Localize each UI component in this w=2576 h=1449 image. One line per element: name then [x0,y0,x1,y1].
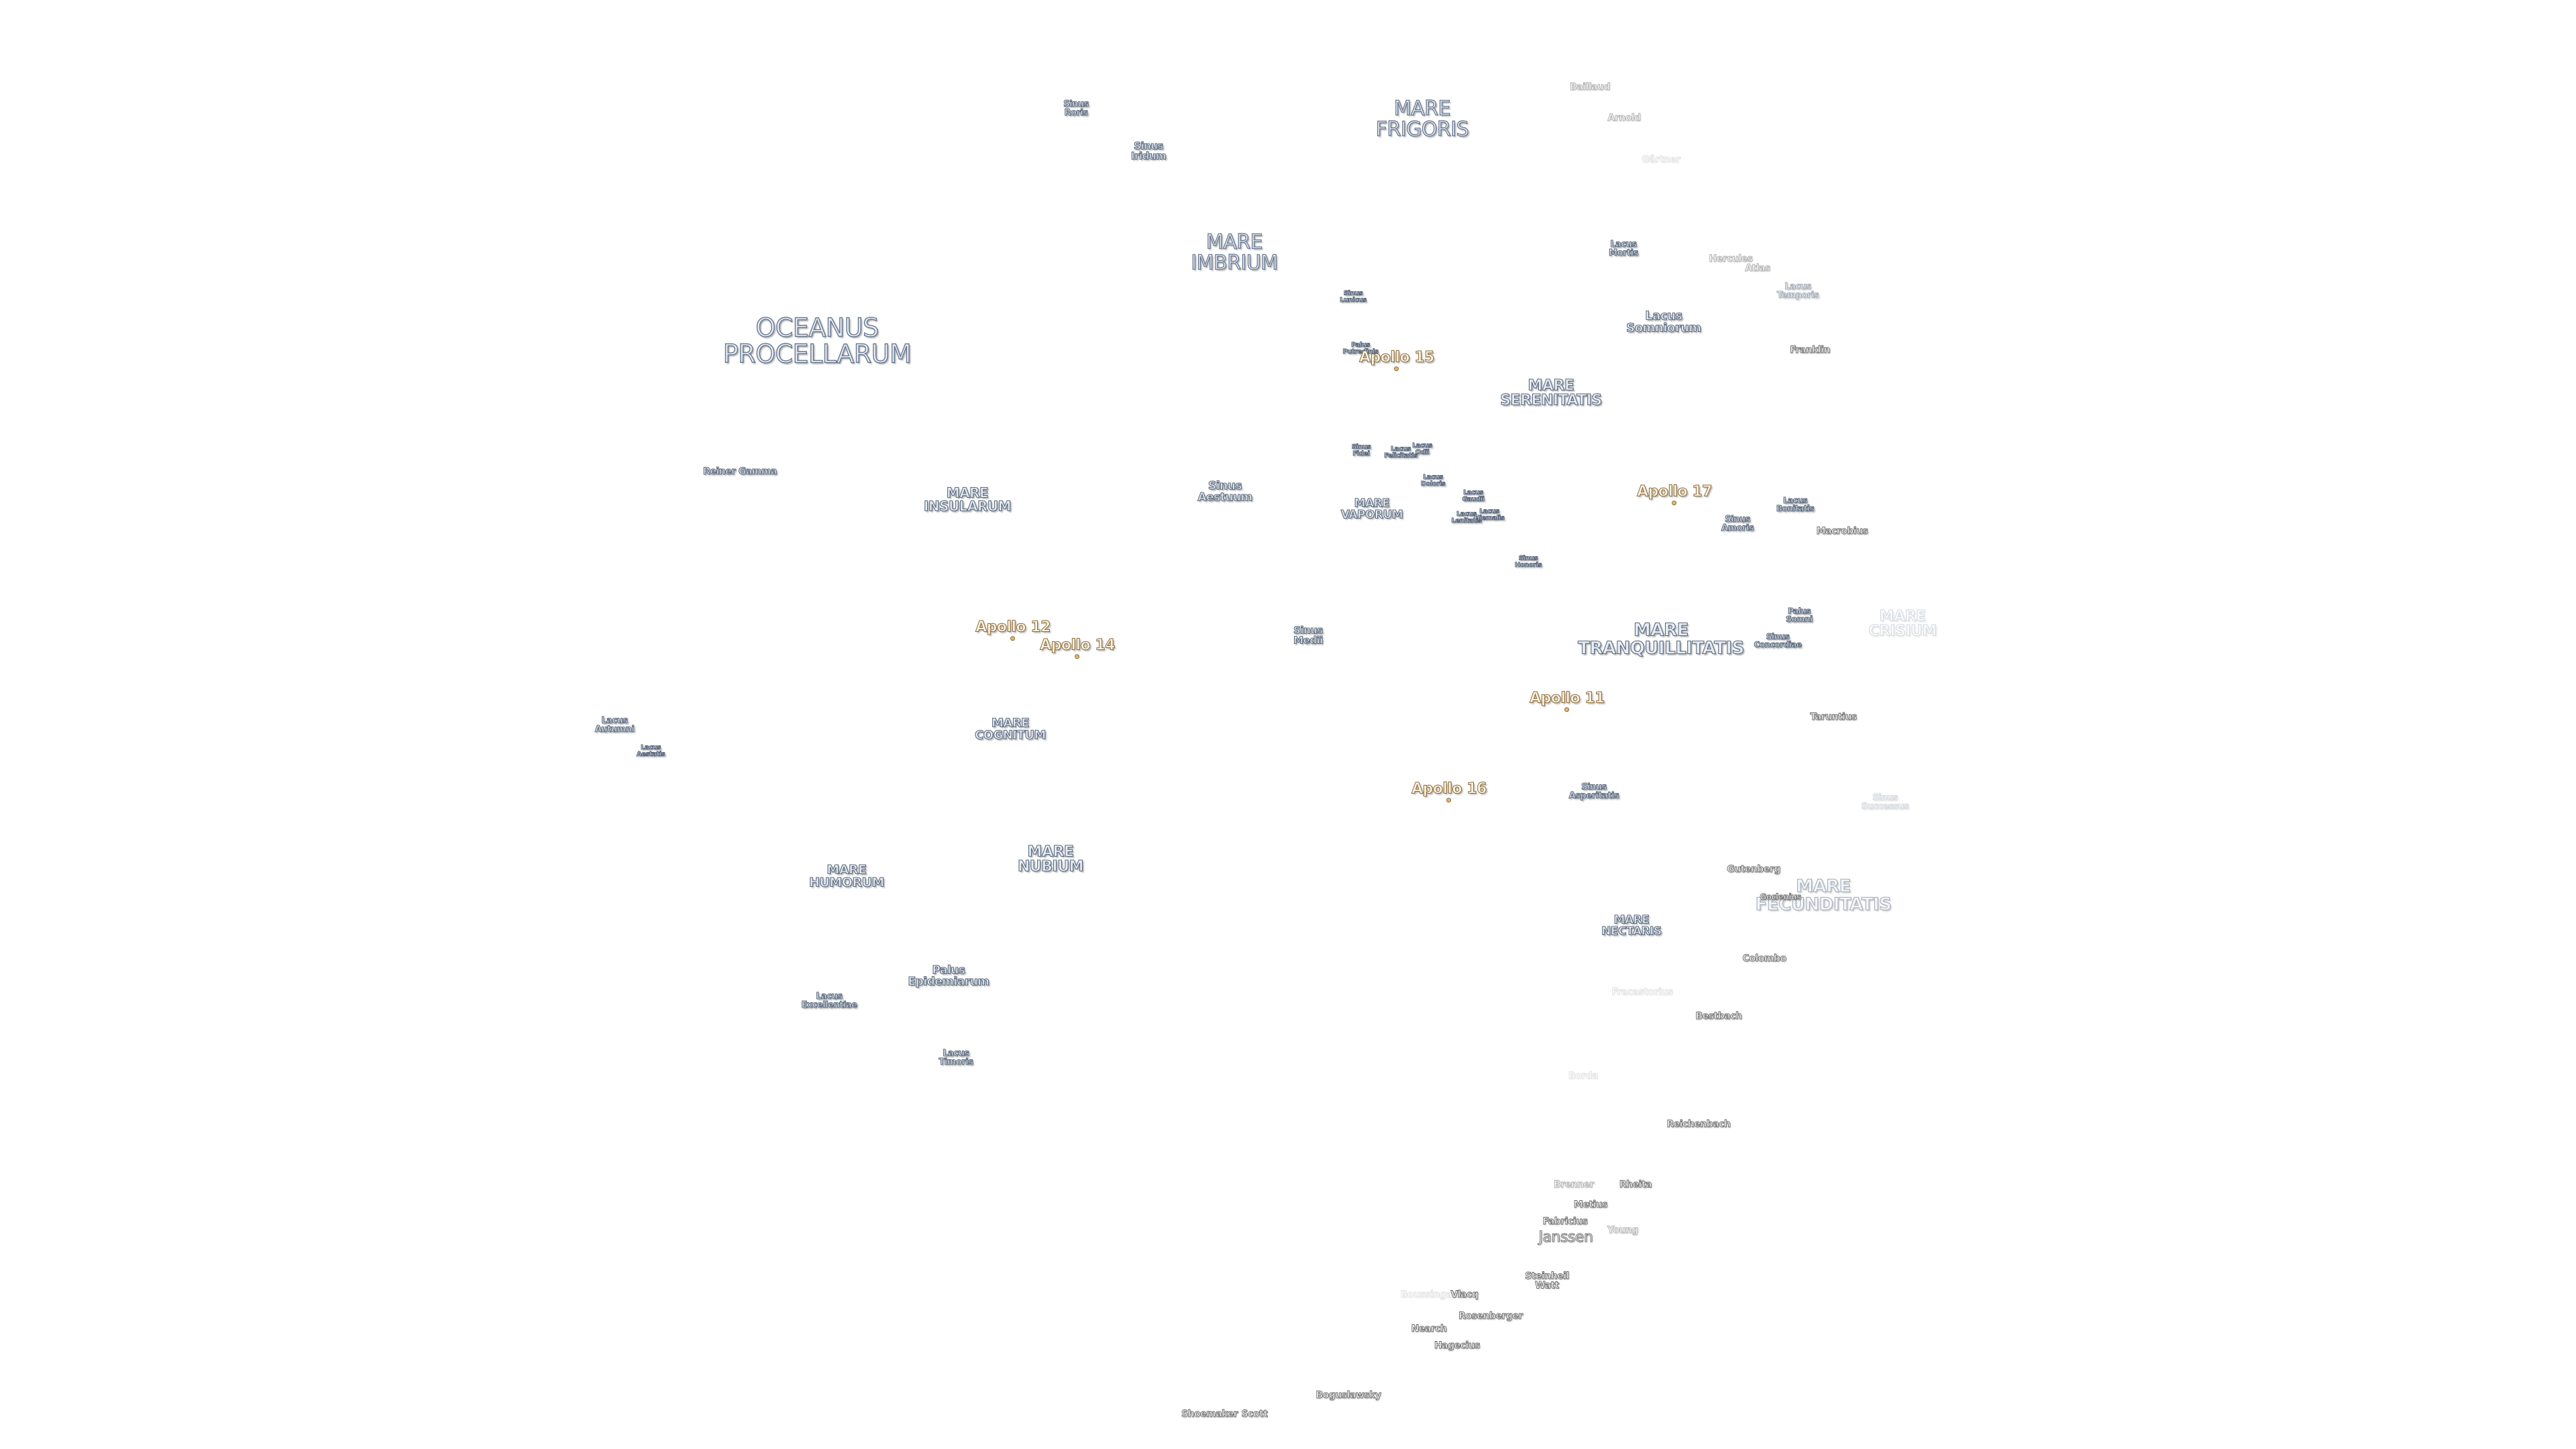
apollo-17-label: Apollo 17 [1637,483,1713,500]
apollo-11-site[interactable]: Apollo 11 [1529,690,1605,712]
apollo-15-label: Apollo 15 [1359,349,1435,366]
label-lacus-somniorum: Lacus Somniorum [1626,309,1702,335]
label-mare-nubium: MARE NUBIUM [1017,843,1084,875]
label-crater-brenner: Brenner [1554,1179,1595,1190]
label-crater-rheita: Rheita [1619,1179,1652,1190]
label-mare-imbrium: MARE IMBRIUM [1191,230,1279,274]
label-crater-goclenius: Goclenius [1760,892,1802,902]
apollo-16-label: Apollo 16 [1411,780,1487,798]
label-mare-cognitum: MARE COGNITUM [975,716,1046,743]
label-sinus-successus: Sinus Successus [1861,792,1909,812]
apollo-15-site[interactable]: Apollo 15 [1359,349,1435,372]
label-mare-tranquillitatis: MARE TRANQUILLITATIS [1578,620,1745,658]
label-crater-boussingault: Boussingault [1400,1289,1466,1300]
label-palus-epidemiarum: Palus Epidemiarum [908,963,990,989]
label-crater-vlacq: Vlacq [1450,1289,1479,1300]
label-lacus-bonitatis: Lacus Bonitatis [1776,495,1815,513]
label-sinus-roris: Sinus Roris [1063,99,1089,118]
label-crater-nearch: Nearch [1411,1323,1447,1334]
label-lacus-lenitatis: Lacus Lenitatis [1451,510,1482,525]
label-sinus-aestuum: Sinus Aestuum [1197,479,1253,504]
label-crater-gutenberg: Gutenberg [1727,863,1781,875]
label-crater-hercules: Hercules [1709,253,1753,264]
label-lacus-gaudii: Lacus Gaudii [1462,488,1485,504]
label-mare-fecunditatis: MARE FECUNDITATIS [1755,876,1892,914]
landing-marker-icon [1075,654,1080,659]
label-crater-metius: Metius [1573,1199,1608,1210]
label-lacus-doloris: Lacus Doloris [1420,473,1446,488]
label-oceanus-procellarum: OCEANUS PROCELLARUM [722,313,912,368]
apollo-11-label: Apollo 11 [1529,690,1605,707]
label-crater-young: Young [1607,1224,1639,1236]
label-crater-hagecius: Hagecius [1434,1340,1481,1351]
label-crater-janssen: Janssen [1538,1228,1593,1246]
label-mare-crisium: MARE CRISIUM [1868,608,1937,640]
label-crater-borda: Borda [1568,1070,1599,1081]
label-mare-vaporum: MARE VAPORUM [1340,496,1403,522]
label-lacus-odii: Lacus Odii [1412,441,1433,457]
label-sinus-honoris: Sinus Honoris [1514,554,1542,570]
landing-marker-icon [1394,366,1399,372]
label-sinus-iridum: Sinus Iridum [1130,140,1167,162]
label-crater-fabricius: Fabricius [1542,1216,1588,1227]
label-crater-arnold: Arnold [1607,112,1642,123]
apollo-14-label: Apollo 14 [1040,637,1116,654]
label-crater-boguslawsky: Boguslawsky [1316,1389,1381,1401]
label-crater-rosenberger: Rosenberger [1458,1310,1523,1322]
label-mare-humorum: MARE HUMORUM [809,862,885,890]
label-crater-macrobius: Macrobius [1816,525,1868,537]
label-lacus-hiemalis: Lacus Hiemalis [1474,507,1505,523]
label-lacus-autumni: Lacus Autumni [594,715,635,735]
landing-marker-icon [1672,500,1677,506]
label-crater-franklin: Franklin [1790,344,1831,356]
label-crater-scott: Scott [1241,1408,1268,1419]
label-lacus-timoris: Lacus Timoris [938,1048,974,1067]
label-palus-putredinis: Palus Putredinis [1342,341,1379,356]
label-sinus-concordiae: Sinus Concordiae [1754,631,1802,649]
label-lacus-mortis: Lacus Mortis [1609,239,1639,258]
apollo-16-site[interactable]: Apollo 16 [1411,780,1487,803]
label-lacus-aestatis: Lacus Aestatis [636,743,665,759]
label-mare-frigoris: MARE FRIGORIS [1375,97,1469,141]
label-sinus-medii: Sinus Medii [1293,624,1324,647]
label-crater-taruntius: Taruntius [1810,711,1858,722]
label-sinus-amoris: Sinus Amoris [1721,514,1754,533]
landing-marker-icon [1446,798,1452,803]
apollo-12-label: Apollo 12 [975,619,1051,636]
label-sinus-lunicus: Sinus Lunicus [1340,289,1367,305]
label-crater-atlas: Atlas [1745,262,1771,274]
apollo-14-site[interactable]: Apollo 14 [1040,637,1116,659]
label-lacus-temporis: Lacus Temporis [1776,281,1819,301]
label-reiner-gamma: Reiner Gamma [703,466,777,477]
label-sinus-asperitatis: Sinus Asperitatis [1568,782,1619,801]
label-crater-steinheil-watt: Steinheil Watt [1525,1271,1570,1291]
label-sinus-fidei: Sinus Fidei [1351,443,1371,458]
label-crater-colombo: Colombo [1742,953,1786,964]
label-mare-insularum: MARE INSULARUM [923,484,1012,515]
landing-marker-icon [1564,707,1570,712]
apollo-12-site[interactable]: Apollo 12 [975,619,1051,641]
label-mare-serenitatis: MARE SERENITATIS [1500,377,1603,409]
label-palus-somni: Palus Somni [1786,606,1813,624]
label-crater-reichenbach: Reichenbach [1666,1118,1731,1130]
landing-marker-icon [1010,636,1016,641]
label-mare-nectaris: MARE NECTARIS [1601,913,1662,938]
label-lacus-excellentiae: Lacus Excellentiae [801,991,858,1010]
label-crater-shoemaker: Shoemaker [1181,1408,1238,1419]
label-crater-gartner: Gärtner [1642,154,1681,165]
label-crater-bestbach: Bestbach [1695,1010,1742,1022]
apollo-17-site[interactable]: Apollo 17 [1637,483,1713,506]
label-crater-baillaud: Baillaud [1570,81,1611,93]
label-crater-fracastorius: Fracastorius [1611,986,1674,998]
label-lacus-felicitatis: Lacus Felicitatis [1384,445,1418,460]
